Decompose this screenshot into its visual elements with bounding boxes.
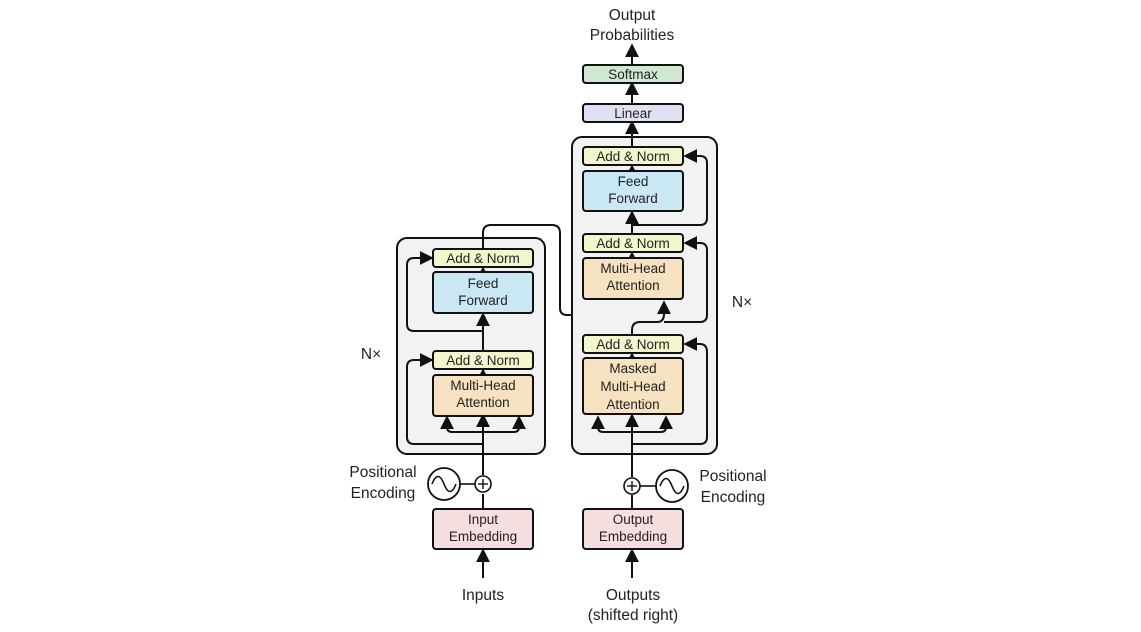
encoder-mha-line1: Multi-Head <box>450 378 515 393</box>
decoder-masked-line1: Masked <box>609 361 656 376</box>
decoder-nx-label: N× <box>732 294 752 311</box>
output-embedding-line2: Embedding <box>599 529 667 544</box>
decoder-mha-line1: Multi-Head <box>600 261 665 276</box>
encoder-add-norm-top-label: Add & Norm <box>446 251 520 266</box>
decoder-multi-head-attention <box>582 257 684 300</box>
outputs-label-line1: Outputs <box>606 587 661 604</box>
linear-label: Linear <box>614 106 652 121</box>
inputs-label: Inputs <box>462 587 504 604</box>
decoder-masked-multi-head-attention <box>582 357 684 415</box>
decoder-pos-label-line2: Encoding <box>701 489 766 506</box>
encoder-feed-forward <box>432 271 534 314</box>
softmax-label: Softmax <box>608 67 658 82</box>
encoder-add-norm-bottom-label: Add & Norm <box>446 353 520 368</box>
encoder-pos-label-line1: Positional <box>349 464 416 481</box>
input-embedding-line1: Input <box>468 512 498 527</box>
decoder-add-norm-bottom-label: Add & Norm <box>596 337 670 352</box>
decoder-mha-line2: Attention <box>606 278 659 293</box>
decoder-add-norm-bottom <box>582 334 684 354</box>
encoder-stack <box>396 237 546 455</box>
encoder-add-norm-bottom <box>432 350 534 370</box>
decoder-add-norm-top-label: Add & Norm <box>596 149 670 164</box>
decoder-feed-forward <box>582 170 684 212</box>
output-probabilities-line2: Probabilities <box>590 27 675 44</box>
encoder-positional-encoding <box>427 467 492 501</box>
outputs-label-line2: (shifted right) <box>588 607 678 624</box>
output-embedding-line1: Output <box>613 512 654 527</box>
decoder-add-norm-mid <box>582 233 684 253</box>
output-probabilities-line1: Output <box>609 7 656 24</box>
encoder-ff-line1: Feed <box>468 276 499 291</box>
decoder-masked-line3: Attention <box>606 397 659 412</box>
decoder-add-norm-top <box>582 146 684 166</box>
decoder-positional-encoding <box>623 469 689 503</box>
encoder-multi-head-attention <box>432 374 534 417</box>
encoder-ff-line2: Forward <box>458 293 508 308</box>
decoder-pos-label-line1: Positional <box>699 468 766 485</box>
softmax-box <box>582 64 684 84</box>
encoder-pos-label-line2: Encoding <box>351 485 416 502</box>
decoder-add-norm-mid-label: Add & Norm <box>596 236 670 251</box>
decoder-ff-line2: Forward <box>608 191 658 206</box>
input-embedding-line2: Embedding <box>449 529 517 544</box>
linear-box <box>582 103 684 123</box>
decoder-masked-line2: Multi-Head <box>600 379 665 394</box>
output-embedding <box>582 508 684 550</box>
encoder-mha-line2: Attention <box>456 395 509 410</box>
input-embedding <box>432 508 534 550</box>
decoder-ff-line1: Feed <box>618 174 649 189</box>
decoder-wires <box>591 43 708 578</box>
encoder-nx-label: N× <box>361 346 381 363</box>
encoder-add-norm-top <box>432 248 534 268</box>
